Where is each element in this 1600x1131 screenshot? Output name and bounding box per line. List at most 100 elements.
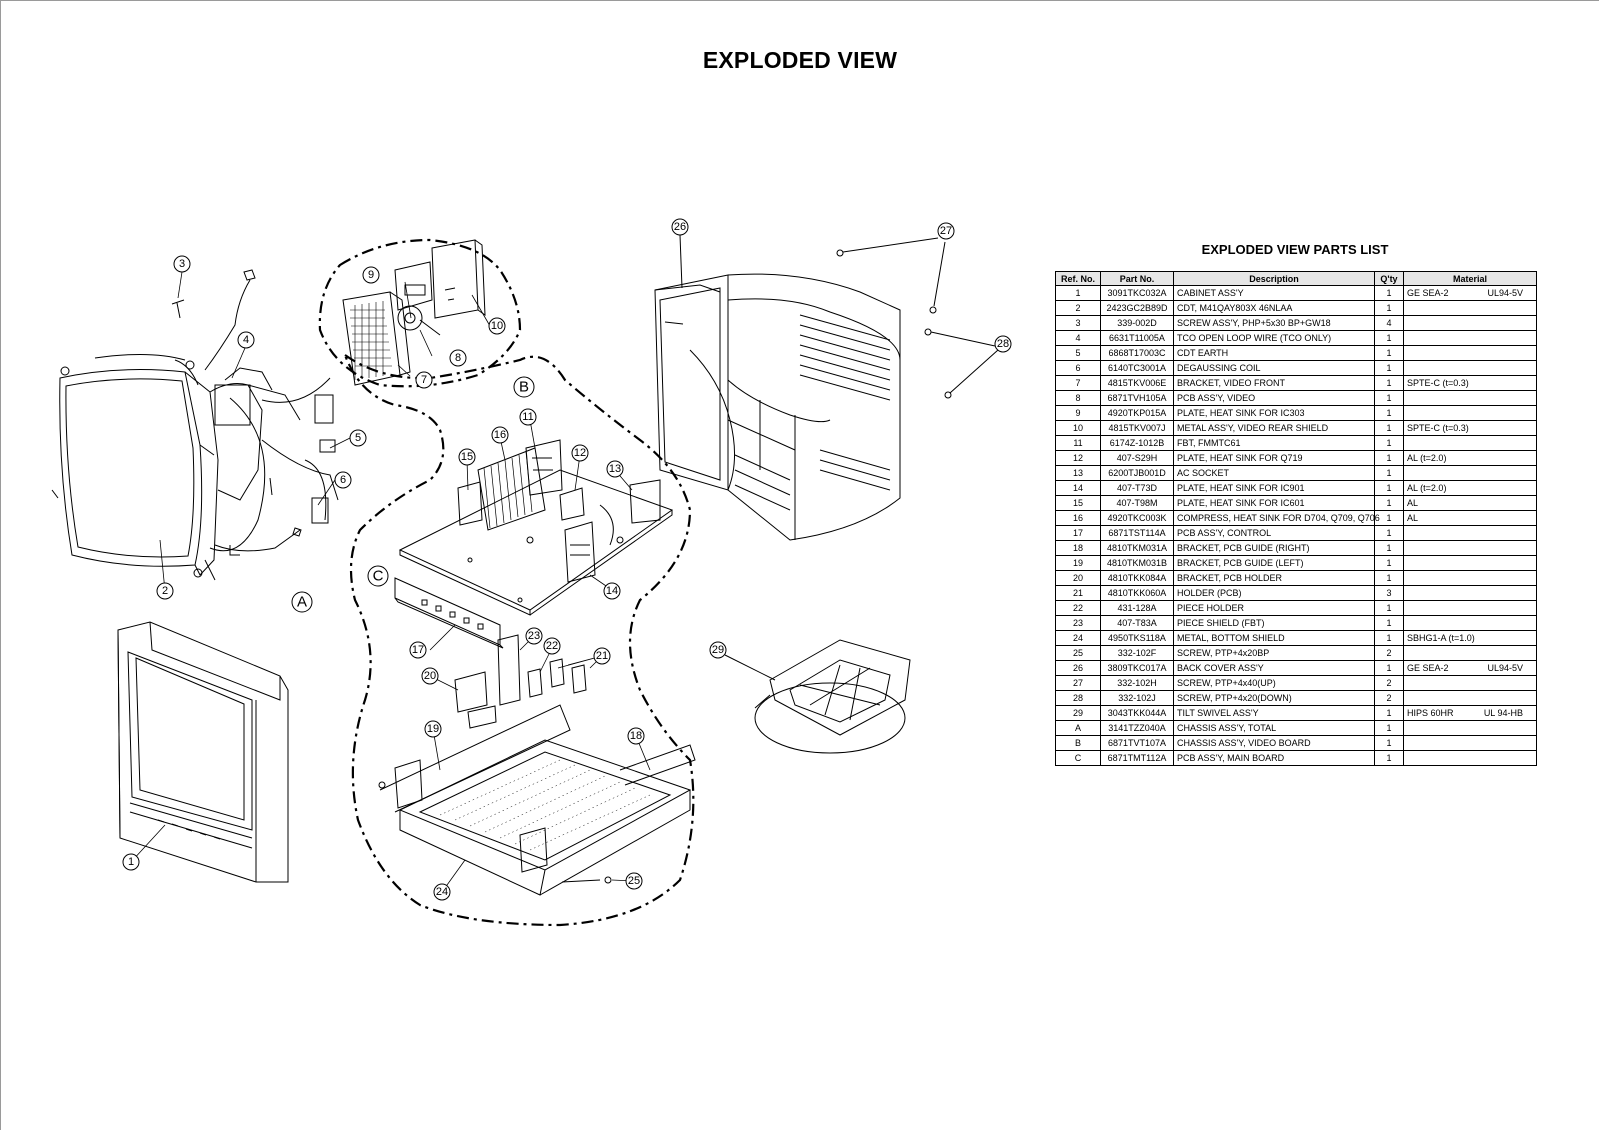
description-cell: BRACKET, PCB HOLDER	[1173, 570, 1375, 586]
front-cabinet-drawing	[117, 621, 289, 883]
part-no-cell: 6871TST114A	[1100, 525, 1174, 541]
ref-cell: 11	[1055, 435, 1101, 451]
ref-cell: 5	[1055, 345, 1101, 361]
description-cell: PLATE, HEAT SINK FOR IC601	[1173, 495, 1375, 511]
callout-5: 5	[349, 429, 367, 447]
qty-cell: 1	[1374, 390, 1404, 406]
part-no-cell: 3043TKK044A	[1100, 705, 1174, 721]
qty-cell: 1	[1374, 600, 1404, 616]
material-cell	[1403, 750, 1537, 766]
material-cell	[1403, 690, 1537, 706]
part-no-cell: 407-T73D	[1100, 480, 1174, 496]
qty-cell: 1	[1374, 720, 1404, 736]
callout-24: 24	[433, 883, 451, 901]
part-no-cell: 6871TMT112A	[1100, 750, 1174, 766]
part-no-cell: 431-128A	[1100, 600, 1174, 616]
callout-7: 7	[415, 371, 433, 389]
part-no-cell: 407-S29H	[1100, 450, 1174, 466]
ref-cell: 17	[1055, 525, 1101, 541]
part-no-cell: 4810TKM031B	[1100, 555, 1174, 571]
back-cover-drawing	[654, 273, 901, 541]
qty-cell: 1	[1374, 540, 1404, 556]
qty-cell: 1	[1374, 465, 1404, 481]
qty-cell: 1	[1374, 405, 1404, 421]
qty-cell: 1	[1374, 735, 1404, 751]
column-header-ref: Ref. No.	[1055, 271, 1101, 286]
part-no-cell: 3809TKC017A	[1100, 660, 1174, 676]
description-cell: CHASSIS ASS'Y, TOTAL	[1173, 720, 1375, 736]
material-cell: AL	[1403, 495, 1537, 511]
ref-cell: 28	[1055, 690, 1101, 706]
callout-20: 20	[421, 667, 439, 685]
part-no-cell: 2423GC2B89D	[1100, 300, 1174, 316]
description-cell: BRACKET, VIDEO FRONT	[1173, 375, 1375, 391]
material-cell	[1403, 330, 1537, 346]
callout-3: 3	[173, 255, 191, 273]
ref-cell: 14	[1055, 480, 1101, 496]
qty-cell: 1	[1374, 525, 1404, 541]
column-header-part: Part No.	[1100, 271, 1174, 286]
callout-2: 2	[156, 582, 174, 600]
control-board-drawing	[394, 577, 504, 649]
material-cell: SBHG1-A (t=1.0)	[1403, 630, 1537, 646]
ref-cell: 9	[1055, 405, 1101, 421]
callout-10: 10	[488, 317, 506, 335]
part-no-cell: 6871TVT107A	[1100, 735, 1174, 751]
svg-text:1: 1	[128, 856, 134, 868]
material-cell: AL	[1403, 510, 1537, 526]
material-cell	[1403, 645, 1537, 661]
description-cell: PIECE HOLDER	[1173, 600, 1375, 616]
material-cell	[1403, 675, 1537, 691]
callout-19: 19	[424, 720, 442, 738]
part-no-cell: 407-T98M	[1100, 495, 1174, 511]
boundary-a	[342, 352, 695, 927]
main-board-drawing	[398, 439, 674, 616]
svg-text:8: 8	[455, 352, 461, 364]
bottom-shield-drawing	[378, 704, 696, 896]
material-rating: UL 94-HB	[1483, 708, 1523, 718]
svg-text:22: 22	[546, 640, 558, 652]
svg-text:5: 5	[355, 432, 361, 444]
qty-cell: 1	[1374, 435, 1404, 451]
material-cell	[1403, 735, 1537, 751]
callout-22: 22	[543, 637, 561, 655]
svg-text:20: 20	[424, 670, 436, 682]
svg-text:15: 15	[461, 451, 473, 463]
part-no-cell: 6868T17003C	[1100, 345, 1174, 361]
svg-text:18: 18	[630, 730, 642, 742]
callout-23: 23	[525, 627, 543, 645]
qty-cell: 4	[1374, 315, 1404, 331]
svg-text:27: 27	[940, 225, 952, 237]
ref-cell: 18	[1055, 540, 1101, 556]
qty-cell: 1	[1374, 555, 1404, 571]
callout-12: 12	[571, 444, 589, 462]
part-no-cell: 4815TKV006E	[1100, 375, 1174, 391]
description-cell: SCREW ASS'Y, PHP+5x30 BP+GW18	[1173, 315, 1375, 331]
callout-25: 25	[625, 872, 643, 890]
part-no-cell: 4810TKK084A	[1100, 570, 1174, 586]
callout-9: 9	[362, 266, 380, 284]
qty-cell: 1	[1374, 420, 1404, 436]
column-header-qty: Q'ty	[1374, 271, 1404, 286]
description-cell: PCB ASS'Y, VIDEO	[1173, 390, 1375, 406]
material-cell	[1403, 345, 1537, 361]
ref-cell: 20	[1055, 570, 1101, 586]
callout-17: 17	[409, 641, 427, 659]
svg-text:A: A	[297, 594, 307, 611]
callout-21: 21	[593, 647, 611, 665]
description-cell: CDT EARTH	[1173, 345, 1375, 361]
callout-4: 4	[237, 331, 255, 349]
svg-text:6: 6	[340, 474, 346, 486]
ref-cell: 26	[1055, 660, 1101, 676]
description-cell: FBT, FMMTC61	[1173, 435, 1375, 451]
material-cell	[1403, 585, 1537, 601]
material-cell: SPTE-C (t=0.3)	[1403, 420, 1537, 436]
